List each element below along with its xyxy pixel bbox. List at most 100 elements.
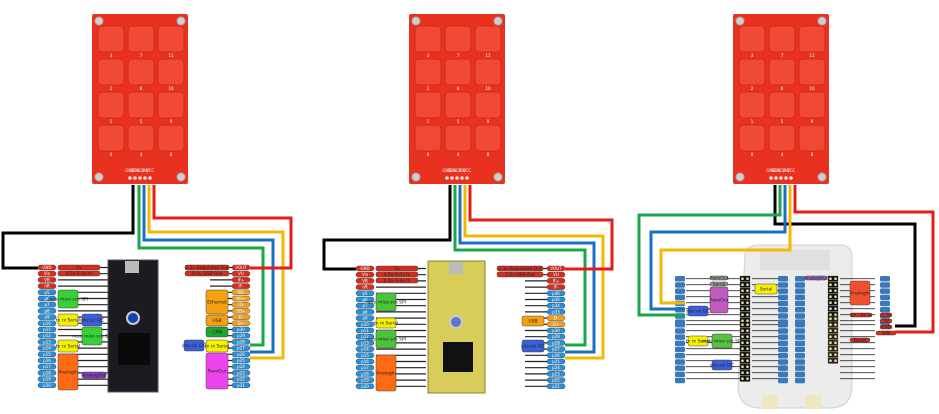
- pin-tag: [795, 300, 805, 307]
- header-pin: [834, 277, 837, 281]
- pin-tag: [231, 271, 251, 277]
- pin-tag: [231, 295, 251, 302]
- pin-tag: [355, 346, 375, 352]
- pin-tag: [546, 365, 566, 371]
- header-pin-pair: [739, 321, 751, 328]
- pin-label: VU: [553, 272, 559, 277]
- pin-label: p27: [552, 347, 560, 352]
- pin-tag: [37, 289, 57, 295]
- header-pin: [741, 347, 744, 351]
- pin-tag: [231, 289, 251, 295]
- header-pin: [746, 301, 749, 305]
- header-pin: [834, 307, 837, 311]
- key-pad: [798, 124, 826, 152]
- pin-tag: [795, 322, 805, 328]
- pin-group-label: mosi miso sck SPI: [366, 300, 406, 306]
- pin-group-label: PwmOut: [710, 276, 729, 282]
- pin-tag: [37, 339, 57, 345]
- pin-tag: [355, 365, 375, 371]
- pin-label: p18: [361, 371, 369, 376]
- header-pin: [834, 341, 837, 345]
- header-pin-pair: [827, 345, 839, 352]
- key-pad: [474, 58, 502, 86]
- pin-tag: [546, 278, 566, 284]
- pin-tag: [231, 376, 251, 382]
- header-pin-pair: [827, 357, 839, 364]
- key-pad: [97, 124, 125, 152]
- header-pin: [834, 301, 837, 305]
- pin-tag: [795, 346, 805, 353]
- pin-tag: [675, 365, 685, 371]
- key-label: 6: [457, 86, 460, 91]
- pin-tag: [546, 383, 566, 389]
- pin-group-box: [57, 313, 79, 327]
- pin-label: p34: [552, 303, 560, 308]
- header-pin: [829, 341, 832, 345]
- pin-tag: [355, 371, 375, 377]
- key-pad: [444, 58, 472, 86]
- header-pin: [829, 359, 832, 363]
- pin-tag: [778, 307, 788, 313]
- pin-group-label: PwmOut: [710, 298, 729, 304]
- pin-group-box: [375, 271, 419, 278]
- pin-group-box: [375, 317, 397, 329]
- pin-group-box: [205, 326, 229, 338]
- pin-label: p30: [237, 327, 245, 332]
- pin-tag: [355, 309, 375, 315]
- pin-group-box: [57, 353, 79, 391]
- pin-group-label: 5v: [394, 266, 400, 272]
- pin-group-label: sda scl I2C: [182, 343, 206, 349]
- pin-label: IF+: [238, 277, 245, 282]
- header-pin: [741, 341, 744, 345]
- header-pin-pair: [739, 345, 751, 352]
- pin-label: p25: [552, 359, 560, 364]
- pin-tag: [355, 383, 375, 389]
- pin-label: p21: [552, 384, 560, 389]
- pin-label: p19: [43, 377, 51, 382]
- key-pad: [414, 58, 442, 86]
- pin-label: p13: [361, 340, 369, 345]
- header-pin: [128, 176, 132, 180]
- header-pin: [741, 319, 744, 323]
- header-pin: [746, 335, 749, 339]
- header-pin: [741, 353, 744, 357]
- pin-tag: [37, 351, 57, 357]
- pin-tag: [355, 352, 375, 358]
- pin-tag: [231, 351, 251, 357]
- pin-tag: [880, 307, 890, 313]
- header-pin-pair: [739, 299, 751, 306]
- header-pin: [465, 176, 469, 180]
- pin-label: p5: [362, 291, 368, 296]
- pin-tag: [778, 300, 788, 307]
- header-pin: [834, 353, 837, 357]
- pin-group-label: tx rx Serial: [686, 339, 710, 345]
- key-label: 1: [110, 119, 113, 124]
- key-label: 2: [110, 86, 113, 91]
- pin-group-box: [81, 326, 103, 346]
- header-pin: [741, 323, 744, 327]
- pin-group-box: [879, 318, 893, 324]
- wire-scl: [142, 185, 275, 354]
- pin-group-label: Serial: [713, 282, 726, 288]
- wire-irq: [659, 185, 792, 305]
- header-pin-label: SDA: [131, 168, 140, 173]
- pin-group-label: mosi miso sck SPI: [366, 337, 406, 343]
- pin-label: p15: [43, 352, 51, 357]
- wire-vcc: [468, 185, 614, 271]
- pin-tag: [675, 276, 685, 282]
- usb-connector-icon: [449, 262, 463, 274]
- pin-label: p11: [361, 328, 369, 333]
- pin-label: IF-: [239, 284, 244, 289]
- header-pin: [741, 307, 744, 311]
- pin-label: p29: [237, 333, 245, 338]
- header-pin: [834, 317, 837, 321]
- header-pin: [450, 176, 454, 180]
- header-pin: [746, 277, 749, 281]
- pin-label: p20: [43, 383, 51, 388]
- pin-group-label: sda scl I2C: [521, 344, 545, 350]
- pin-tag: [675, 294, 685, 301]
- header-pin-label: SDA: [448, 168, 457, 173]
- pin-label: p9: [44, 315, 50, 320]
- header-pin: [829, 347, 832, 351]
